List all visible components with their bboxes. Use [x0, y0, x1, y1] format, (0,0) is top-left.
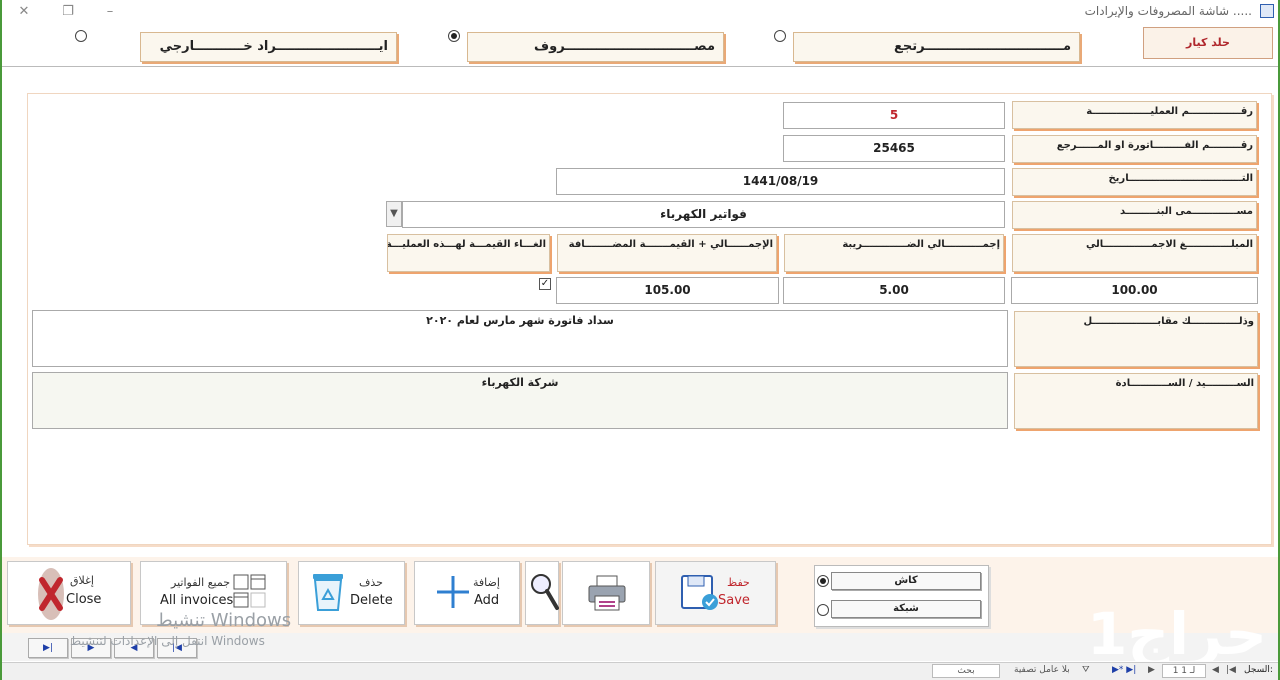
radio-cash[interactable]	[817, 575, 829, 587]
label-total-tax: إجمـــــــــــالي الضـــــــــــــريبة	[784, 234, 1004, 272]
window-title: ..... شاشة المصروفات والإيرادات	[1084, 4, 1252, 18]
close-en-label: Close	[66, 592, 102, 607]
printer-icon	[588, 575, 626, 611]
save-button[interactable]: حفظ Save	[655, 561, 776, 625]
label-cancel-vat: الغـــاء القيمـــة لهـــذه العمليـــة	[387, 234, 550, 272]
radio-return[interactable]	[774, 30, 786, 42]
search-icon	[531, 574, 559, 610]
status-search-input[interactable]: بحث	[932, 664, 1000, 678]
watermark-line2: انتقل إلى الإعدادات لتنشيط Windows	[70, 634, 265, 648]
radio-expense[interactable]	[448, 30, 460, 42]
radio-network[interactable]	[817, 604, 829, 616]
search-button[interactable]	[525, 561, 559, 625]
watermark-line1: تنشيط Windows	[156, 610, 292, 631]
option-external-income[interactable]: ايـــــــــــــــــــــــراد خــــــــــ…	[140, 32, 397, 62]
divider	[2, 66, 1278, 67]
all-invoices-button[interactable]: جميع الفواتير All invoices	[140, 561, 287, 625]
minimize-icon[interactable]: –	[106, 4, 114, 19]
label-op-number: رقـــــــــــــــم العمليـــــــــــــــ…	[1012, 101, 1257, 129]
add-en-label: Add	[474, 593, 500, 608]
hold-button[interactable]: حلد كيار	[1143, 27, 1273, 59]
save-en-label: Save	[718, 593, 750, 608]
label-notes: وذلــــــــــــــك مقابـــــــــــــــــ…	[1014, 311, 1258, 367]
floppy-disk-icon	[681, 575, 718, 610]
cancel-vat-checkbox[interactable]: ✓	[539, 278, 551, 290]
chevron-down-icon[interactable]: ▼	[386, 201, 402, 227]
app-icon	[1260, 4, 1274, 18]
op-number-field[interactable]: 5	[783, 102, 1005, 129]
add-button[interactable]: إضافة Add	[414, 561, 520, 625]
no-filter-label[interactable]: بلا عامل تصفية	[1014, 665, 1070, 675]
new-record-nav-icon[interactable]: ▶* ▶|	[1112, 665, 1137, 675]
first-nav-icon[interactable]: |◀	[1226, 665, 1236, 675]
all-invoices-en-label: All invoices	[160, 593, 234, 608]
record-position-field[interactable]: 1 لـ 1	[1162, 664, 1206, 678]
add-ar-label: إضافة	[473, 576, 500, 589]
save-ar-label: حفظ	[727, 576, 750, 589]
label-invoice-ref: رقـــــــــم الفـــــــــاتورة او المـــ…	[1012, 135, 1257, 163]
option-expense[interactable]: مصـــــــــــــــــــــــــــــروف	[467, 32, 724, 62]
total-amount-field[interactable]: 100.00	[1011, 277, 1258, 304]
prev-nav-icon[interactable]: ◀	[1212, 665, 1219, 675]
print-button[interactable]	[562, 561, 650, 625]
delete-ar-label: حذف	[359, 576, 383, 589]
all-invoices-ar-label: جميع الفواتير	[171, 576, 230, 589]
network-option[interactable]: شبكة	[831, 600, 981, 618]
delete-en-label: Delete	[350, 593, 393, 608]
prev-record-button[interactable]: ◀	[114, 638, 154, 658]
total-plus-vat-field[interactable]: 105.00	[556, 277, 779, 304]
label-total-amount: المبلـــــــــــــغ الاجمــــــــــــــا…	[1012, 234, 1257, 272]
notes-field[interactable]: سداد فاتورة شهر مارس لعام ٢٠٢٠	[32, 310, 1008, 367]
plus-icon	[437, 576, 469, 608]
label-item: مســـــــــــــمى البنـــــــــد	[1012, 201, 1257, 229]
radio-external-income[interactable]	[75, 30, 87, 42]
filter-icon: ⛛	[1082, 665, 1090, 675]
restore-icon[interactable]: ❐	[62, 4, 74, 19]
recycle-bin-icon	[313, 574, 343, 611]
item-combo[interactable]: فواتير الكهرباء	[402, 201, 1005, 228]
invoice-ref-field[interactable]: 25465	[783, 135, 1005, 162]
label-total-plus-vat: الإجمــــــالي + القيمـــــــة المضـــــ…	[557, 234, 777, 272]
cash-option[interactable]: كاش	[831, 572, 981, 590]
grid-icon	[233, 574, 266, 608]
close-ar-label: إغلاق	[70, 574, 94, 587]
party-field[interactable]: شركة الكهرباء	[32, 372, 1008, 429]
site-logo: حراج1	[1087, 600, 1267, 668]
date-field[interactable]: 1441/08/19	[556, 168, 1005, 195]
record-label: السجل:	[1244, 665, 1273, 675]
label-date: التـــــــــــــــــــــــــــــــــاريخ	[1012, 168, 1257, 196]
status-bar: بحث بلا عامل تصفية ⛛ ▶* ▶| ▶ 1 لـ 1 ◀ |◀…	[2, 662, 1278, 680]
close-x-icon	[38, 568, 64, 620]
delete-button[interactable]: حذف Delete	[298, 561, 405, 625]
first-record-button[interactable]: ▶|	[28, 638, 68, 658]
label-party: الســـــــــيد / الســـــــــــادة	[1014, 373, 1258, 429]
next-nav-icon[interactable]: ▶	[1148, 665, 1155, 675]
payment-method-group: كاش شبكة	[814, 565, 989, 627]
record-nav-row	[2, 633, 1278, 661]
title-bar: ✕ ❐ – ..... شاشة المصروفات والإيرادات	[2, 0, 1278, 24]
total-tax-field[interactable]: 5.00	[783, 277, 1005, 304]
option-return[interactable]: مـــــــــــــــــــــــــــــــرتجع	[793, 32, 1080, 62]
close-button[interactable]: إغلاق Close	[7, 561, 131, 625]
next-record-button[interactable]: ▶	[71, 638, 111, 658]
last-record-button[interactable]: |◀	[157, 638, 197, 658]
close-icon[interactable]: ✕	[18, 4, 30, 19]
